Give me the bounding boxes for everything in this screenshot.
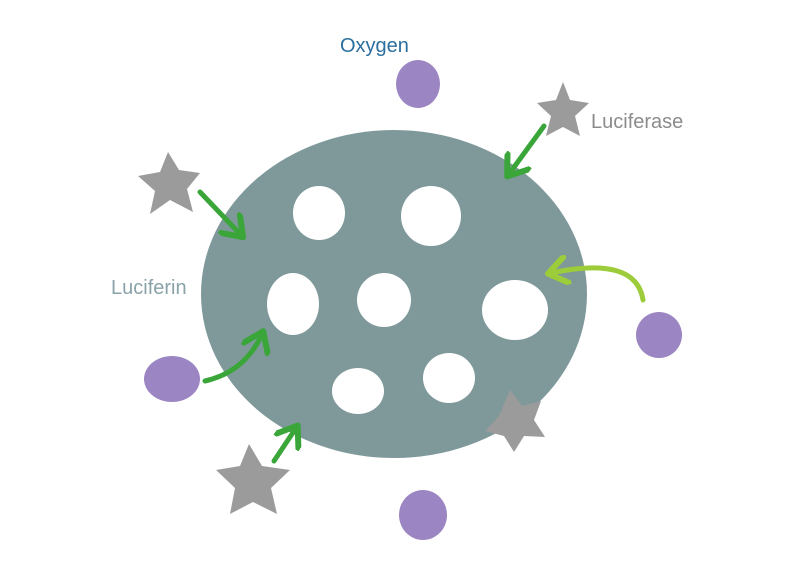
luciferase-star-icon <box>138 152 200 214</box>
pore <box>332 368 384 414</box>
oxygen-label: Oxygen <box>340 35 409 57</box>
pore <box>423 353 475 403</box>
pore <box>293 186 345 240</box>
pore <box>267 273 319 335</box>
arrow-icon <box>202 334 262 384</box>
luciferase-star-icon <box>485 390 545 452</box>
luciferase-label: Luciferase <box>591 111 683 133</box>
pore <box>401 186 461 246</box>
luciferin-label: Luciferin <box>111 277 187 299</box>
arrow-icon <box>271 428 296 464</box>
pore <box>357 273 411 327</box>
oxygen-molecule-icon <box>144 356 200 402</box>
pore <box>482 280 548 340</box>
arrow-icon <box>551 268 646 303</box>
luciferase-star-icon <box>216 444 290 514</box>
oxygen-molecule-icon <box>399 490 447 540</box>
luciferase-star-icon <box>537 82 589 136</box>
arrow-icon <box>509 123 547 174</box>
arrow-icon <box>197 189 241 235</box>
oxygen-molecule-icon <box>636 312 682 358</box>
oxygen-molecule-icon <box>396 60 440 108</box>
